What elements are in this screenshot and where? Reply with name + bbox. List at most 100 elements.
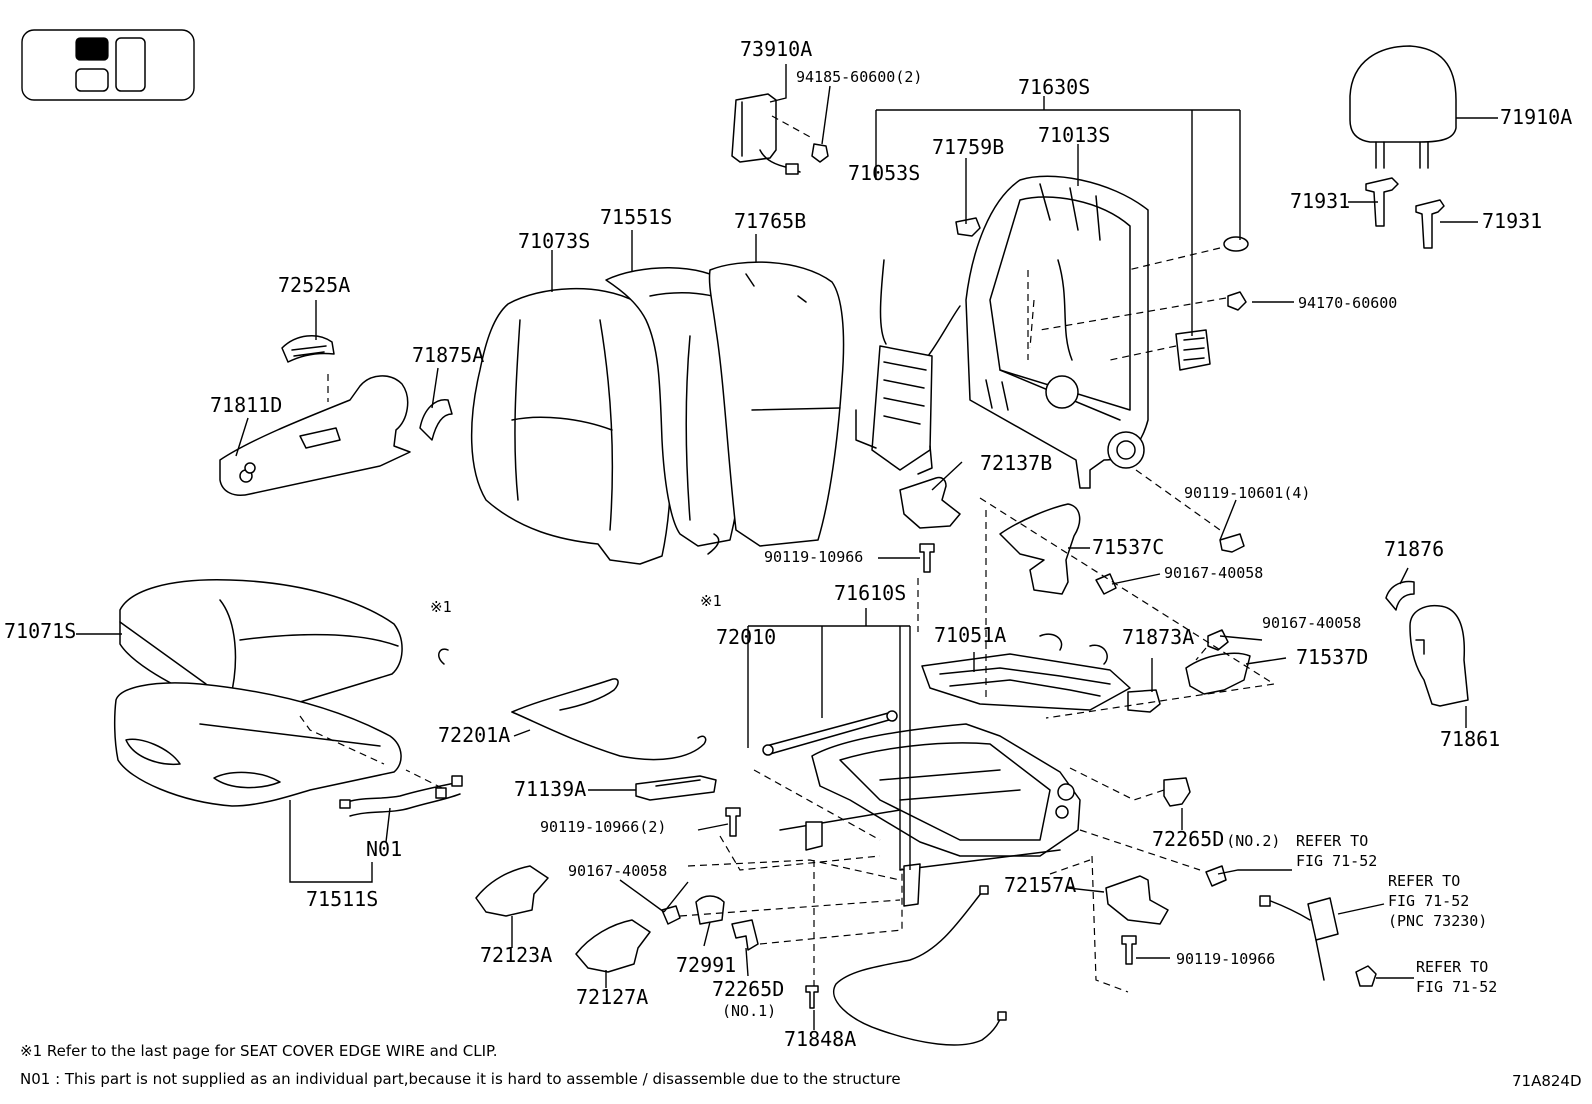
part-71931-drawing — [1365, 177, 1445, 249]
part-71139A-drawing — [635, 775, 717, 801]
label-refer-3-line1: REFER TO — [1416, 958, 1488, 976]
part-71848A-drawing — [833, 885, 1007, 1046]
part-71073S-drawing — [470, 288, 672, 565]
label-90167-40058-a: 90167-40058 — [1164, 564, 1263, 582]
label-72991: 72991 — [676, 953, 736, 977]
part-N01-drawing — [339, 775, 463, 817]
label-71759B: 71759B — [932, 135, 1004, 159]
label-72123A: 72123A — [480, 943, 552, 967]
label-71931-right: 71931 — [1482, 209, 1542, 233]
label-refer-1-line1: REFER TO — [1296, 832, 1368, 850]
part-71511S-drawing — [113, 682, 402, 807]
label-71053S: 71053S — [848, 161, 920, 185]
label-71051A: 71051A — [934, 623, 1006, 647]
part-71759B-drawing — [955, 217, 981, 237]
label-N01: N01 — [366, 837, 402, 861]
label-71537C: 71537C — [1092, 535, 1164, 559]
label-71876: 71876 — [1384, 537, 1444, 561]
part-71876-drawing — [1385, 580, 1415, 611]
label-90119-10966-b: 90119-10966(2) — [540, 818, 666, 836]
part-71013S-drawing — [965, 175, 1149, 489]
label-71013S: 71013S — [1038, 123, 1110, 147]
label-71551S: 71551S — [600, 205, 672, 229]
part-bolts-drawing — [661, 533, 1377, 1009]
label-71630S: 71630S — [1018, 75, 1090, 99]
label-90119-10966-a: 90119-10966 — [764, 548, 863, 566]
label-71139A: 71139A — [514, 777, 586, 801]
label-71765B: 71765B — [734, 209, 806, 233]
label-71537D: 71537D — [1296, 645, 1368, 669]
part-71537D-drawing — [1185, 652, 1251, 695]
part-73910A-drawing — [731, 93, 829, 175]
label-refer-2-line2: FIG 71-52 — [1388, 892, 1469, 910]
part-72525A-drawing — [281, 335, 335, 363]
leader-lines — [76, 64, 1498, 1030]
part-72991-drawing — [695, 895, 725, 925]
label-72265D-no2: 72265D(NO.2) — [1152, 827, 1280, 851]
label-71073S: 71073S — [518, 229, 590, 253]
footnote-star1: ※1 Refer to the last page for SEAT COVER… — [20, 1042, 497, 1060]
footnote-N01: N01 : This part is not supplied as an in… — [20, 1070, 901, 1088]
seat-position-locator-icon — [21, 29, 195, 101]
part-clip-star1-drawing — [438, 533, 720, 665]
label-72265D-no2-number: 72265D — [1152, 827, 1224, 851]
label-72265D-no1: 72265D — [712, 977, 784, 1001]
label-71875A: 71875A — [412, 343, 484, 367]
label-90119-10966-c: 90119-10966 — [1176, 950, 1275, 968]
label-90167-40058-c: 90167-40058 — [568, 862, 667, 880]
label-refer-2-line1: REFER TO — [1388, 872, 1460, 890]
part-71875A-drawing — [419, 399, 453, 441]
label-72265D-no1-suffix: (NO.1) — [722, 1002, 776, 1020]
part-72265D-no2-drawing — [1163, 777, 1191, 807]
label-71931-left: 71931 — [1290, 189, 1350, 213]
part-72010-drawing — [762, 710, 898, 756]
label-71811D: 71811D — [210, 393, 282, 417]
label-refer-1-line2: FIG 71-52 — [1296, 852, 1377, 870]
part-71610S-drawing — [779, 723, 1081, 907]
label-72137B: 72137B — [980, 451, 1052, 475]
part-drawings — [113, 45, 1469, 1046]
part-72123A-drawing — [475, 865, 549, 917]
label-94185-60600: 94185-60600(2) — [796, 68, 922, 86]
part-71071S-drawing — [119, 579, 403, 710]
figure-code: 71A824D — [1512, 1072, 1582, 1090]
label-72525A: 72525A — [278, 273, 350, 297]
part-72265D-no1-drawing — [731, 919, 759, 951]
part-71873A-drawing — [1127, 689, 1161, 713]
assembly-dashed-lines — [405, 247, 1276, 993]
label-94170-60600: 94170-60600 — [1298, 294, 1397, 312]
label-71071S: 71071S — [4, 619, 76, 643]
label-71910A: 71910A — [1500, 105, 1572, 129]
part-71537C-drawing — [999, 503, 1081, 595]
label-90167-40058-b: 90167-40058 — [1262, 614, 1361, 632]
label-72201A: 72201A — [438, 723, 510, 747]
label-star1-center: ※1 — [700, 592, 722, 610]
label-refer-2-line3: (PNC 73230) — [1388, 912, 1487, 930]
label-71861: 71861 — [1440, 727, 1500, 751]
label-72127A: 72127A — [576, 985, 648, 1009]
part-frame-fasteners-drawing — [1175, 236, 1249, 371]
label-73910A: 73910A — [740, 37, 812, 61]
label-star1-left: ※1 — [430, 598, 452, 616]
part-seat-belt-buckle-drawing — [1205, 865, 1339, 981]
part-71910A-drawing — [1349, 45, 1457, 169]
label-72010: 72010 — [716, 625, 776, 649]
part-71811D-drawing — [219, 374, 411, 496]
label-71848A: 71848A — [784, 1027, 856, 1051]
label-71873A: 71873A — [1122, 625, 1194, 649]
part-71053S-drawing — [855, 259, 961, 475]
label-72265D-no2-suffix: (NO.2) — [1226, 832, 1280, 850]
label-71511S: 71511S — [306, 887, 378, 911]
label-72157A: 72157A — [1004, 873, 1076, 897]
label-refer-3-line2: FIG 71-52 — [1416, 978, 1497, 996]
part-71861-drawing — [1409, 604, 1469, 707]
footnotes: ※1 Refer to the last page for SEAT COVER… — [20, 1042, 1582, 1090]
part-labels: 73910A 94185-60600(2) 71630S 71910A 7175… — [4, 37, 1572, 1051]
part-72137B-drawing — [899, 476, 961, 529]
label-90119-10601: 90119-10601(4) — [1184, 484, 1310, 502]
part-72157A-drawing — [1105, 875, 1169, 925]
label-71610S: 71610S — [834, 581, 906, 605]
part-71765B-drawing — [708, 261, 845, 547]
